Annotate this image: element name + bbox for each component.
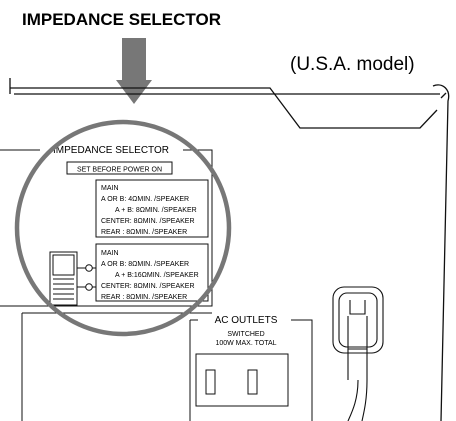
impedance-selector-panel: IMPEDANCE SELECTOR SET BEFORE POWER ON M… bbox=[0, 145, 213, 307]
device-outline bbox=[9, 78, 450, 421]
panel-subtitle: SET BEFORE POWER ON bbox=[77, 167, 162, 174]
setting-a-line: A OR B: 4ΩMIN. /SPEAKER bbox=[101, 196, 189, 203]
ac-outlets-panel: AC OUTLETS SWITCHED 100W MAX. TOTAL bbox=[189, 315, 313, 421]
setting-b-box bbox=[95, 243, 209, 302]
lower-panel-outline bbox=[21, 312, 212, 421]
magnifier-circle bbox=[14, 119, 232, 337]
setting-b-line: CENTER: 8ΩMIN. /SPEAKER bbox=[101, 283, 195, 290]
panel-subtitle-box bbox=[66, 161, 173, 175]
heading: IMPEDANCE SELECTOR bbox=[22, 10, 221, 29]
panel-title: IMPEDANCE SELECTOR bbox=[53, 145, 169, 156]
down-arrow-icon bbox=[116, 38, 152, 104]
model-note: (U.S.A. model) bbox=[290, 54, 415, 75]
power-cord-icon bbox=[332, 286, 384, 421]
setting-b-line: A + B:16ΩMIN. /SPEAKER bbox=[115, 272, 199, 279]
ac-outlets-line1: SWITCHED bbox=[227, 331, 264, 338]
ac-outlets-title: AC OUTLETS bbox=[215, 315, 278, 326]
ac-outlets-line2: 100W MAX. TOTAL bbox=[215, 340, 276, 347]
setting-a-line: REAR : 8ΩMIN. /SPEAKER bbox=[101, 229, 187, 236]
setting-a-box bbox=[95, 179, 209, 238]
setting-a-line: CENTER: 8ΩMIN. /SPEAKER bbox=[101, 218, 195, 225]
setting-a-line: MAIN bbox=[101, 185, 119, 192]
setting-a-line: A + B: 8ΩMIN. /SPEAKER bbox=[115, 207, 197, 214]
setting-b-line: A OR B: 8ΩMIN. /SPEAKER bbox=[101, 261, 189, 268]
impedance-slide-switch[interactable] bbox=[49, 251, 78, 306]
switch-position-indicators bbox=[77, 264, 96, 291]
ac-outlet-socket-icon bbox=[195, 353, 289, 407]
setting-b-line: REAR : 8ΩMIN. /SPEAKER bbox=[101, 294, 187, 301]
setting-b-line: MAIN bbox=[101, 250, 119, 257]
